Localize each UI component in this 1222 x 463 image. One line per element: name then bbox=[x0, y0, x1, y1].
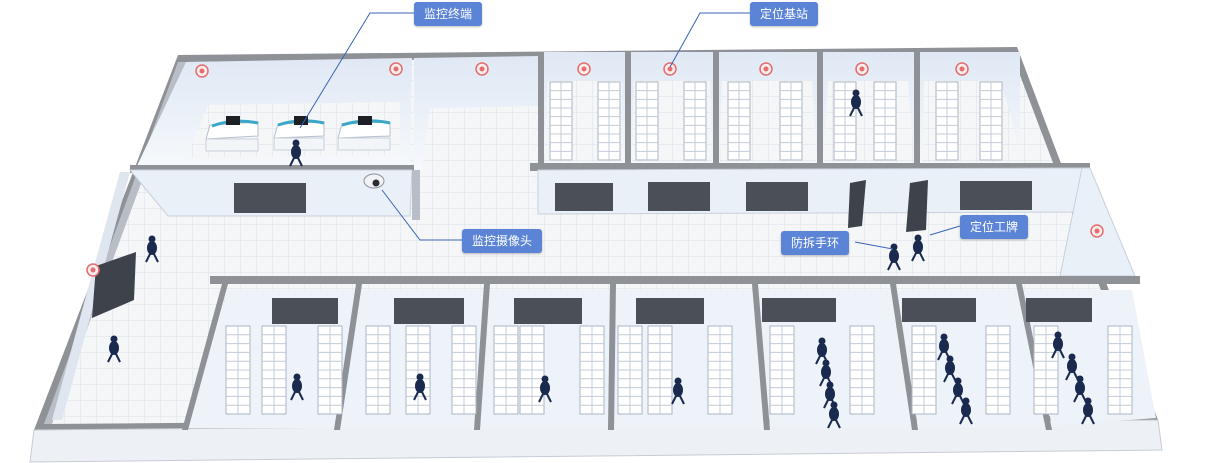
bunk-bed-icon bbox=[707, 325, 733, 415]
bunk-bed-icon bbox=[911, 325, 937, 415]
person-icon bbox=[937, 333, 951, 361]
base-station-icon bbox=[855, 62, 869, 76]
bunk-bed-icon bbox=[261, 325, 287, 415]
camera-label: 监控摄像头 bbox=[462, 229, 543, 253]
monitor-icon bbox=[294, 116, 308, 125]
base-station-icon bbox=[195, 64, 209, 78]
base-station-icon bbox=[577, 62, 591, 76]
bunk-bed-icon bbox=[647, 325, 673, 415]
person-icon bbox=[413, 373, 427, 401]
bunk-bed-icon bbox=[493, 325, 519, 415]
bunk-bed-icon bbox=[405, 325, 431, 415]
wristband-label: 防拆手环 bbox=[781, 231, 850, 255]
bunk-beds bbox=[225, 81, 1133, 415]
bunk-bed-icon bbox=[451, 325, 477, 415]
bunk-bed-icon bbox=[317, 325, 343, 415]
bunk-bed-icon bbox=[779, 81, 803, 161]
base-stations bbox=[86, 62, 1104, 277]
bunk-bed-icon bbox=[769, 325, 795, 415]
bunk-bed-icon bbox=[849, 325, 875, 415]
person-icon bbox=[1081, 397, 1095, 425]
person-icon bbox=[671, 377, 685, 405]
bunk-bed-icon bbox=[617, 325, 643, 415]
people bbox=[107, 89, 1095, 429]
person-icon bbox=[943, 355, 957, 383]
bunk-bed-icon bbox=[579, 325, 605, 415]
person-icon bbox=[819, 359, 833, 387]
person-icon bbox=[887, 243, 901, 271]
person-icon bbox=[959, 397, 973, 425]
base-station-icon bbox=[86, 263, 100, 277]
monitor-desks bbox=[205, 116, 391, 152]
base-station-label: 定位基站 bbox=[750, 2, 819, 26]
bunk-bed-icon bbox=[873, 81, 897, 161]
bunk-bed-icon bbox=[225, 325, 251, 415]
bunk-bed-icon bbox=[985, 325, 1011, 415]
person-icon bbox=[1073, 375, 1087, 403]
base-station-icon bbox=[663, 62, 677, 76]
bunk-bed-icon bbox=[635, 81, 659, 161]
bunk-bed-icon bbox=[727, 81, 751, 161]
monitor-icon bbox=[226, 116, 240, 125]
doors bbox=[92, 180, 1032, 318]
person-icon bbox=[951, 377, 965, 405]
bunk-bed-icon bbox=[1107, 325, 1133, 415]
person-icon bbox=[107, 335, 121, 363]
bunk-bed-icon bbox=[683, 81, 707, 161]
bunk-bed-icon bbox=[979, 81, 1003, 161]
base-station-icon bbox=[955, 62, 969, 76]
person-icon bbox=[538, 375, 552, 403]
base-station-icon bbox=[389, 62, 403, 76]
badge-label: 定位工牌 bbox=[960, 215, 1029, 239]
person-icon bbox=[289, 139, 303, 167]
bunk-bed-icon bbox=[365, 325, 391, 415]
base-station-icon bbox=[759, 62, 773, 76]
bunk-bed-icon bbox=[833, 81, 857, 161]
leader-lines bbox=[299, 12, 961, 250]
bunk-bed-icon bbox=[549, 81, 573, 161]
person-icon bbox=[290, 373, 304, 401]
bunk-bed-icon bbox=[519, 325, 545, 415]
person-icon bbox=[911, 234, 925, 262]
person-icon bbox=[849, 89, 863, 117]
monitor-icon bbox=[358, 116, 372, 125]
person-icon bbox=[827, 401, 841, 429]
base-station-icon bbox=[1090, 224, 1104, 238]
person-icon bbox=[145, 235, 159, 263]
base-station-icon bbox=[475, 62, 489, 76]
bunk-bed-icon bbox=[1033, 325, 1059, 415]
dome-camera-icon bbox=[363, 173, 385, 189]
bunk-bed-icon bbox=[597, 81, 621, 161]
person-icon bbox=[1051, 331, 1065, 359]
bunk-bed-icon bbox=[935, 81, 959, 161]
monitor-terminal-label: 监控终端 bbox=[414, 2, 483, 26]
